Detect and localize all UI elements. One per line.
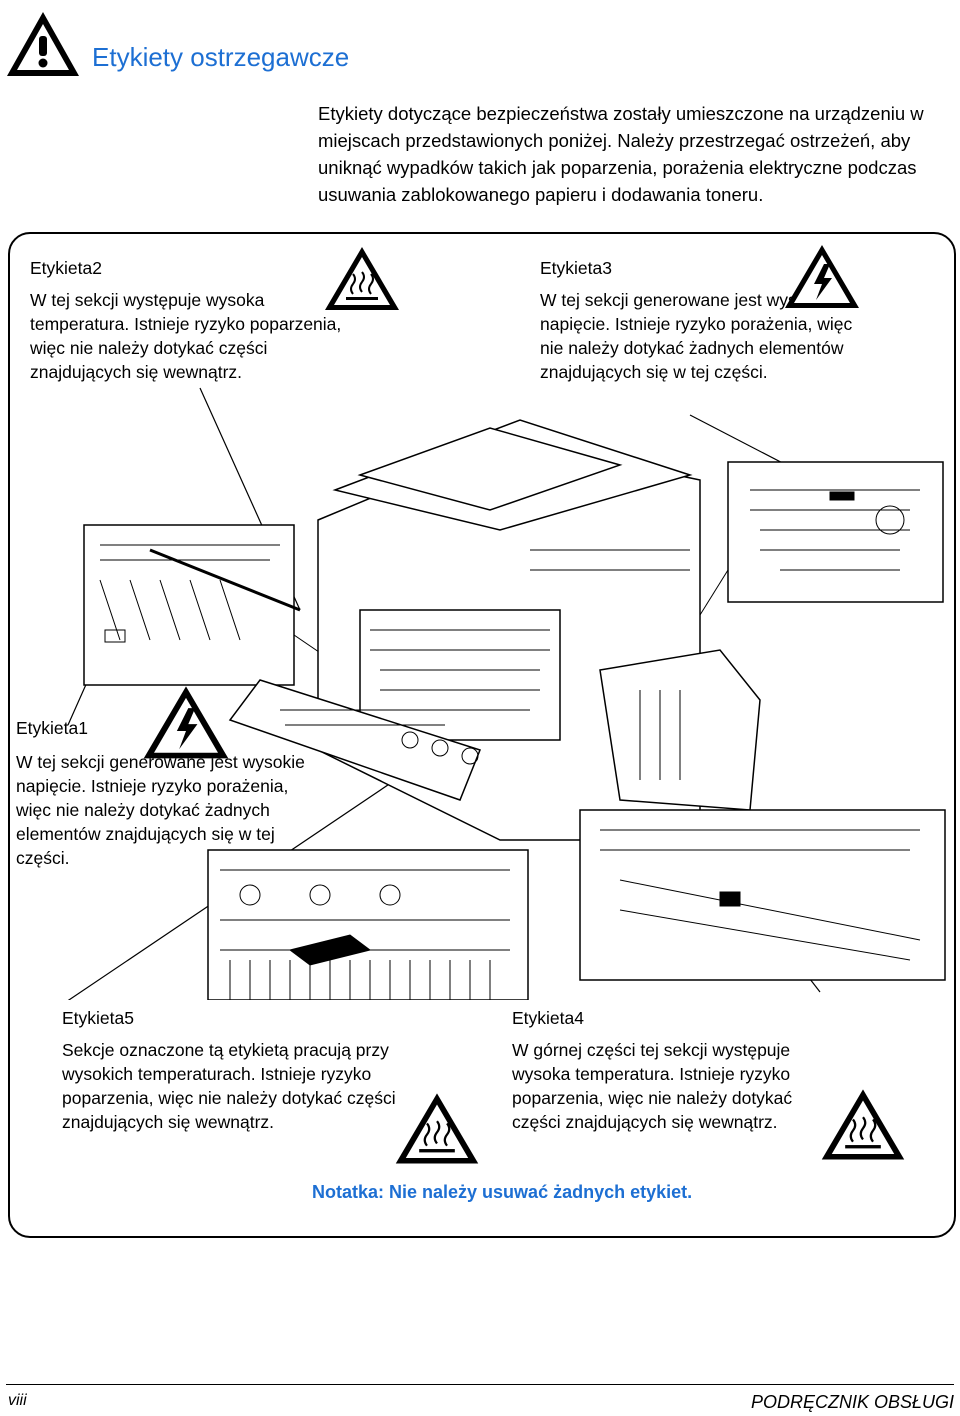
note-text: Notatka: Nie należy usuwać żadnych etyki… — [312, 1182, 693, 1202]
exclamation-warning-triangle-icon — [4, 8, 82, 80]
footer-divider — [6, 1384, 954, 1385]
hot-surface-icon — [392, 1090, 482, 1168]
label4-title: Etykieta4 — [512, 1008, 584, 1028]
label1-text: W tej sekcji generowane jest wysokie nap… — [16, 752, 305, 868]
manual-title: PODRĘCZNIK OBSŁUGI — [750, 1392, 954, 1412]
label5-title: Etykieta5 — [62, 1008, 134, 1028]
label3-title: Etykieta3 — [540, 258, 612, 278]
page-number: viii — [8, 1392, 27, 1409]
high-voltage-icon — [140, 683, 232, 763]
label2-title: Etykieta2 — [30, 258, 102, 278]
hot-surface-icon — [322, 244, 402, 314]
machine-illustration — [60, 380, 950, 1000]
intro-paragraph: Etykiety dotyczące bezpieczeństwa został… — [318, 103, 924, 205]
page-title: Etykiety ostrzegawcze — [92, 42, 350, 72]
hot-surface-icon — [818, 1086, 908, 1164]
label4-text: W górnej części tej sekcji występuje wys… — [512, 1040, 793, 1132]
label2-text: W tej sekcji występuje wysoka temperatur… — [30, 290, 342, 382]
labels-frame — [8, 232, 956, 1238]
label1-title: Etykieta1 — [16, 718, 88, 738]
label3-text: W tej sekcji generowane jest wysokie nap… — [540, 290, 853, 382]
label5-text: Sekcje oznaczone tą etykietą pracują prz… — [62, 1040, 396, 1132]
high-voltage-icon — [782, 242, 862, 312]
